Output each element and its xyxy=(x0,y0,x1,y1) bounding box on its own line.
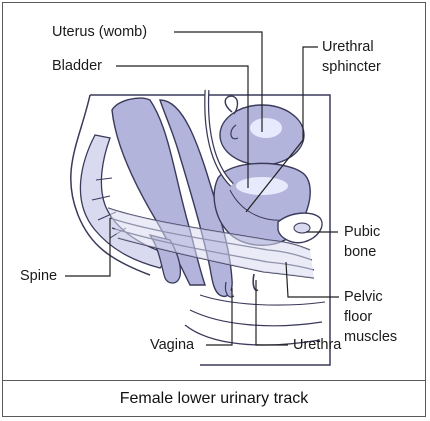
urethral-sphincter-label-line1: Urethral xyxy=(322,37,381,57)
urethral-sphincter-label: Urethral sphincter xyxy=(322,37,381,77)
figure-caption: Female lower urinary track xyxy=(2,381,426,417)
vagina-label: Vagina xyxy=(150,335,194,355)
pelvic-floor-label: Pelvic floor muscles xyxy=(344,287,397,347)
pubic-bone-label: Pubic bone xyxy=(344,222,380,262)
urethra-leader xyxy=(256,280,288,345)
pelvic-floor-label-line3: muscles xyxy=(344,327,397,347)
urethra-label: Urethra xyxy=(293,335,341,355)
spine-label: Spine xyxy=(20,266,57,286)
pelvic-floor-label-line1: Pelvic xyxy=(344,287,397,307)
pubic-bone-label-line2: bone xyxy=(344,242,380,262)
pelvic-floor-label-line2: floor xyxy=(344,307,397,327)
bladder-label: Bladder xyxy=(52,56,102,76)
pubic-bone-label-line1: Pubic xyxy=(344,222,380,242)
uterus-label: Uterus (womb) xyxy=(52,22,147,42)
urethral-sphincter-label-line2: sphincter xyxy=(322,57,381,77)
